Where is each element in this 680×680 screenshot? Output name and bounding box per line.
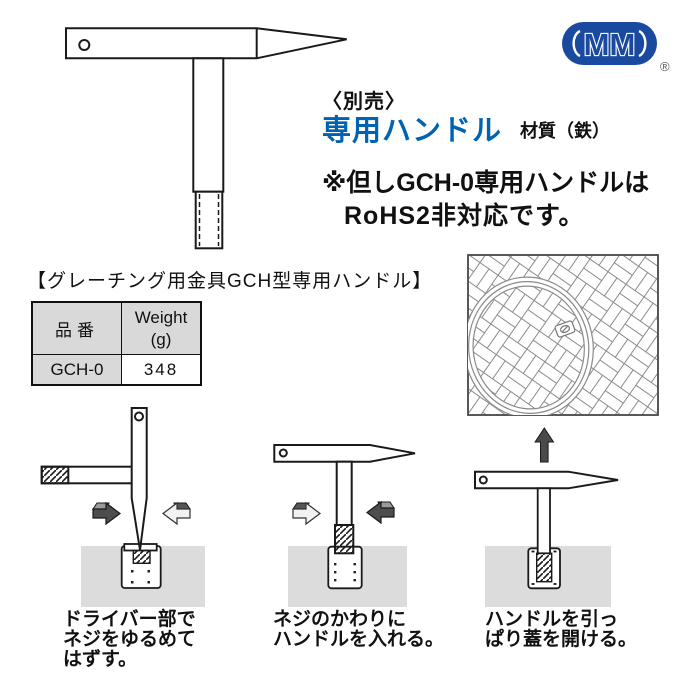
- handle-technical-drawing: [65, 27, 347, 250]
- handle-shaft: [335, 460, 353, 526]
- sold-separately-label: 〈別売〉: [322, 91, 406, 113]
- step3-caption-line1: ハンドルを引っ: [485, 609, 619, 630]
- handle-hole: [78, 39, 91, 51]
- driver-blade: [130, 407, 148, 551]
- section-title: 【グレーチング用金具GCH型専用ハンドル】: [27, 271, 433, 292]
- driver-handle-grip: [40, 465, 70, 485]
- step2-caption-line1: ネジのかわりに: [273, 609, 407, 630]
- screw-in-socket: [535, 552, 553, 583]
- registered-mark: ®: [660, 59, 670, 72]
- product-name: 専用ハンドル: [322, 115, 503, 147]
- rotate-arrow-left-icon: [366, 500, 395, 525]
- weight-value: 348: [121, 354, 202, 386]
- step3-illustration: [474, 427, 619, 607]
- handle-bar: [273, 444, 416, 463]
- handle-shaft: [192, 57, 225, 193]
- handle-bar: [65, 27, 347, 60]
- spec-table-header-row: 品番 Weight (g): [31, 301, 202, 355]
- step3-caption-line2: ぱり蓋を開ける。: [485, 629, 638, 650]
- driver-hole: [134, 411, 144, 422]
- handle-hole: [278, 448, 288, 458]
- part-no-value: GCH-0: [31, 354, 122, 386]
- rotate-arrow-left-icon: [162, 501, 191, 526]
- col-weight-line2: (g): [150, 329, 172, 349]
- col-weight: Weight (g): [121, 301, 202, 355]
- step3-caption: ハンドルを引っ ぱり蓋を開ける。: [485, 610, 637, 650]
- step2-caption: ネジのかわりに ハンドルを入れる。: [273, 610, 444, 650]
- col-part-no: 品番: [31, 301, 122, 355]
- pull-up-arrow-icon: [534, 427, 555, 463]
- material-label: 材質（鉄）: [520, 121, 610, 141]
- step2-illustration: [273, 444, 416, 607]
- step1-caption-line2: ネジをゆるめて: [63, 629, 197, 650]
- mm-logo-oval: [562, 22, 657, 65]
- rohs-note-line2: RoHS2非対応です。: [344, 202, 585, 230]
- spec-table-data-row: GCH-0 348: [31, 354, 202, 386]
- mm-logo: MM ®: [562, 22, 670, 72]
- rotate-arrow-right-icon: [292, 501, 321, 526]
- lid-screw: [554, 320, 576, 338]
- col-weight-line1: Weight: [134, 308, 188, 328]
- step1-illustration: [40, 407, 205, 607]
- step1-caption-line3: はずす。: [63, 649, 138, 670]
- spec-table: 品番 Weight (g) GCH-0 348: [31, 301, 202, 386]
- rotate-arrow-right-icon: [92, 501, 121, 526]
- step2-caption-line2: ハンドルを入れる。: [273, 629, 445, 650]
- handle-hole: [478, 475, 488, 485]
- handle-bar: [474, 470, 619, 490]
- mm-logo-text: MM: [584, 27, 636, 62]
- grating-illustration: [467, 254, 659, 416]
- rohs-note-line1: ※但しGCH-0専用ハンドルは: [322, 169, 650, 197]
- handle-shaft: [536, 487, 551, 555]
- manhole-ring: [468, 276, 594, 415]
- step1-caption: ドライバー部で ネジをゆるめて はずす。: [63, 610, 196, 670]
- handle-thread: [334, 524, 355, 555]
- step1-caption-line1: ドライバー部で: [63, 609, 196, 630]
